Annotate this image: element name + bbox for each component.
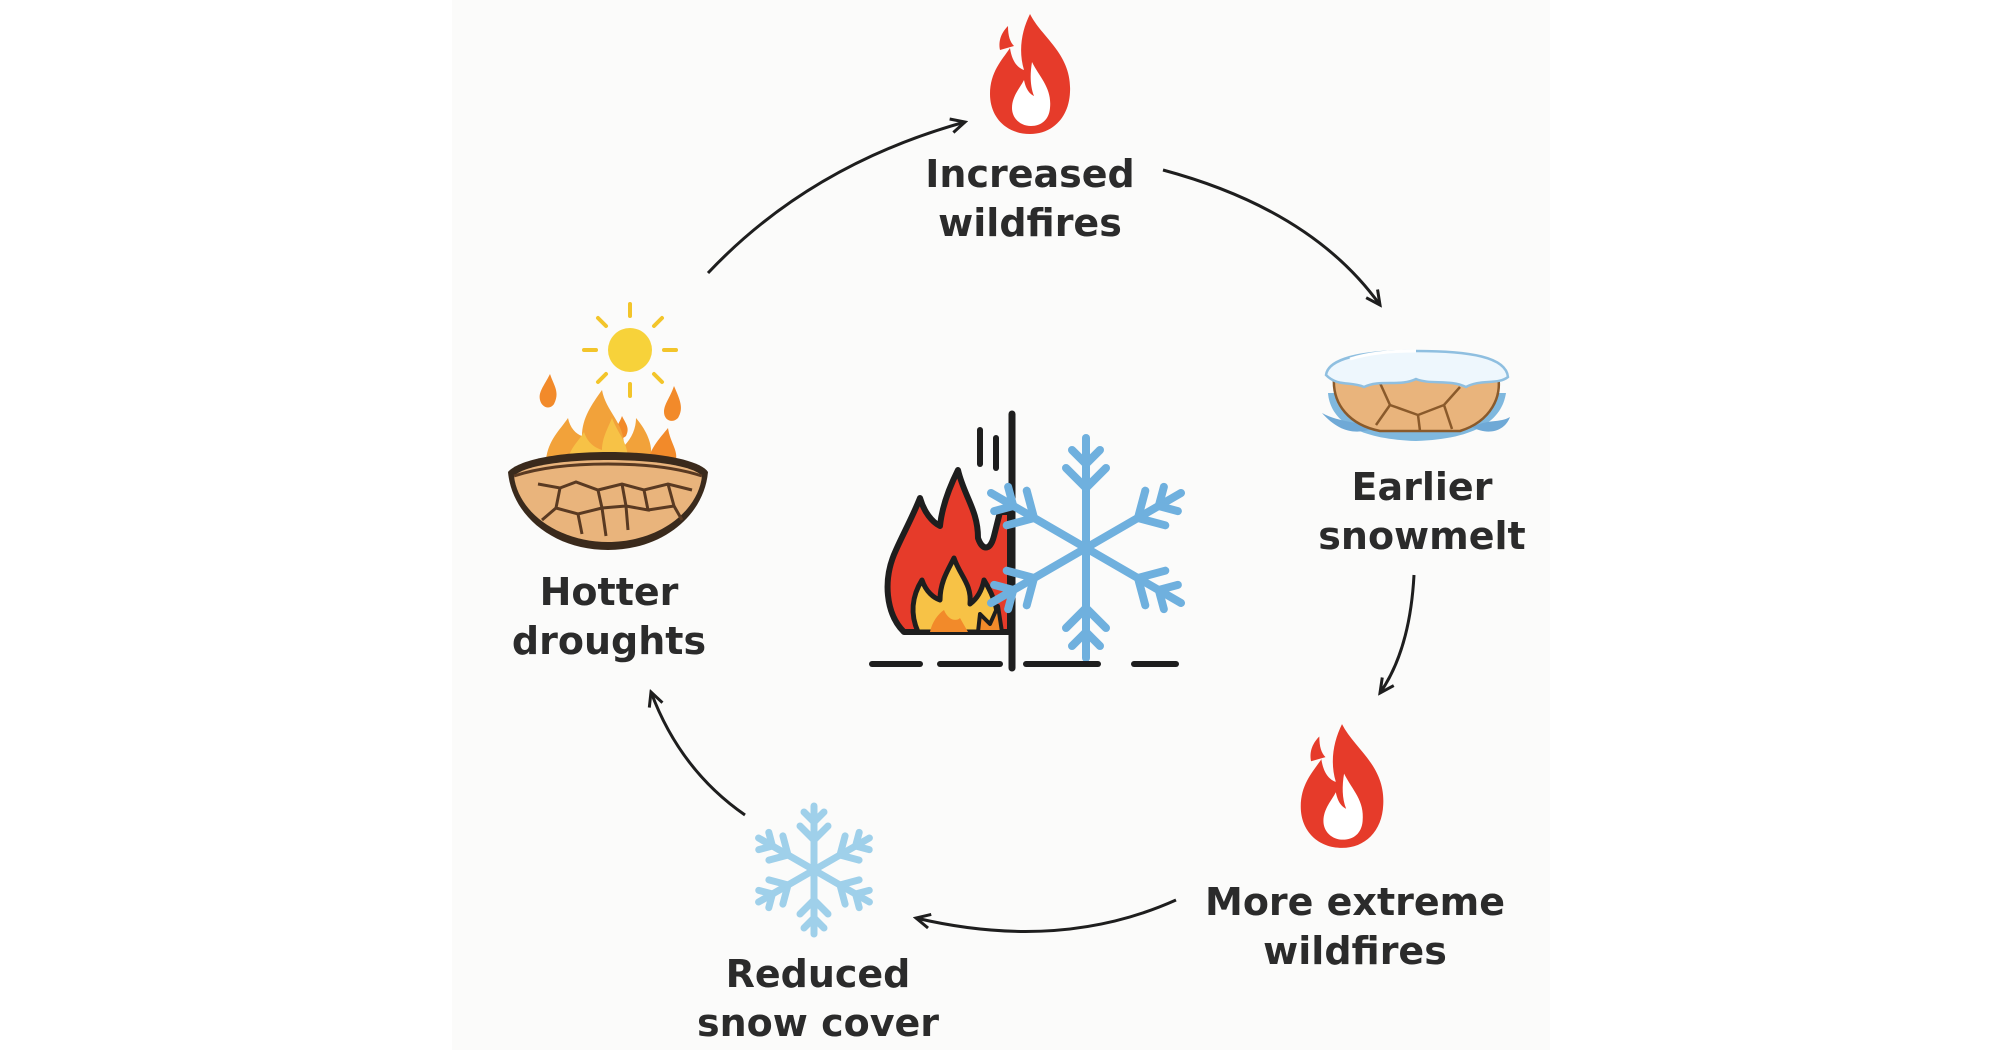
label-line: Earlier	[1351, 465, 1493, 509]
label-line: droughts	[511, 619, 707, 663]
arrow-earlier-snowmelt-to-more-extreme-wildfires	[1380, 574, 1416, 693]
label-line: snowmelt	[1318, 514, 1526, 558]
label-reduced-snow-cover: Reduced snow cover	[697, 950, 939, 1048]
label-line: wildfires	[938, 201, 1122, 245]
label-line: Hotter	[539, 570, 679, 614]
arrow-more-extreme-wildfires-to-reduced-snow-cover	[916, 898, 1177, 933]
drought-sun-icon	[498, 300, 718, 556]
arrow-droughts-to-increased-wildfires	[706, 122, 965, 275]
flame-icon	[1290, 720, 1394, 852]
label-line: More extreme	[1205, 880, 1505, 924]
flame-icon	[980, 10, 1080, 138]
fire-and-snowflake-icon	[860, 400, 1190, 680]
label-line: Increased	[925, 152, 1135, 196]
label-increased-wildfires: Increased wildfires	[925, 150, 1134, 248]
label-line: snow cover	[696, 1001, 940, 1045]
label-earlier-snowmelt: Earlier snowmelt	[1318, 463, 1525, 561]
label-hotter-droughts: Hotter droughts	[512, 568, 706, 666]
label-line: Reduced	[725, 952, 911, 996]
arrow-reduced-snow-cover-to-hotter-droughts	[651, 692, 746, 817]
arrow-increased-wildfires-to-earlier-snowmelt	[1162, 168, 1380, 305]
label-line: wildfires	[1263, 929, 1447, 973]
snowflake-icon	[744, 800, 884, 940]
melting-snow-icon	[1320, 335, 1512, 447]
label-more-extreme-wildfires: More extreme wildfires	[1205, 878, 1505, 976]
